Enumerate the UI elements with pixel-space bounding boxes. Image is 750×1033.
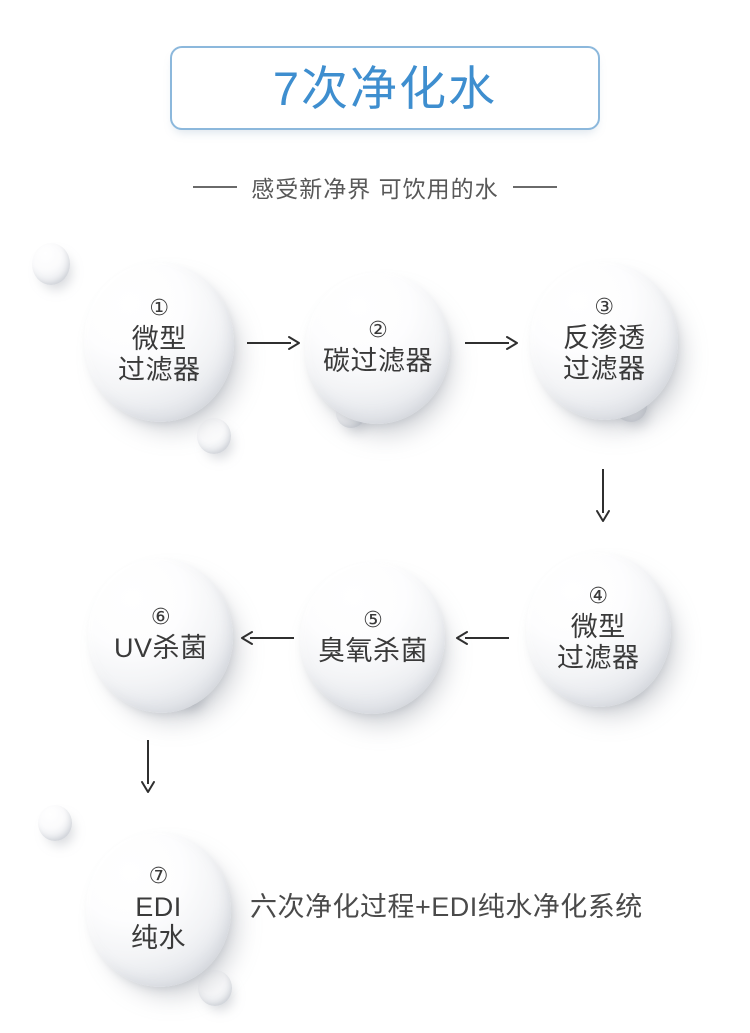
footer-caption: 六次净化过程+EDI纯水净化系统	[250, 892, 643, 922]
step-label-line1: 碳过滤器	[322, 345, 433, 376]
arrow-right-1to2	[245, 330, 301, 356]
step-label-line1: UV杀菌	[113, 633, 208, 664]
step-label-line1: 微型	[131, 324, 187, 355]
step-number: ④	[588, 582, 609, 608]
droplet-decoration	[197, 418, 231, 454]
step-label-line2: 过滤器	[117, 355, 201, 386]
step-bubble-6[interactable]: ⑥ UV杀菌	[79, 549, 242, 722]
arrow-left-4to5	[455, 625, 511, 651]
subtitle-dash-right	[512, 186, 557, 188]
arrow-left-5to6	[240, 625, 296, 651]
step-number: ⑤	[362, 606, 383, 632]
step-bubble-4[interactable]: ④ 微型 过滤器	[520, 547, 677, 712]
arrow-right-2to3	[463, 330, 519, 356]
arrow-down-6to7	[135, 738, 161, 794]
step-number: ⑥	[150, 604, 171, 630]
droplet-decoration	[198, 970, 232, 1006]
title-box: 7次净化水	[170, 46, 600, 130]
droplet-decoration	[38, 805, 72, 841]
step-number: ⑦	[148, 862, 169, 888]
arrow-down-3to4	[590, 467, 616, 523]
droplet-decoration	[32, 243, 70, 285]
subtitle-dash-left	[193, 186, 238, 188]
subtitle: 感受新净界 可饮用的水	[0, 170, 750, 204]
step-label-line2: 过滤器	[557, 643, 640, 673]
page-title: 7次净化水	[272, 61, 498, 115]
step-label-line2: 纯水	[131, 923, 186, 953]
step-bubble-5[interactable]: ⑤ 臭氧杀菌	[292, 554, 453, 722]
step-label-line1: EDI	[135, 891, 182, 922]
step-bubble-3[interactable]: ③ 反渗透 过滤器	[524, 257, 684, 425]
subtitle-text: 感受新净界 可饮用的水	[251, 176, 499, 202]
step-number: ③	[594, 294, 614, 320]
step-number: ①	[149, 295, 169, 321]
step-bubble-2[interactable]: ② 碳过滤器	[297, 264, 458, 432]
step-label-line1: 反渗透	[562, 323, 646, 354]
step-label-line2: 过滤器	[562, 354, 646, 385]
step-label-line1: 臭氧杀菌	[317, 635, 428, 666]
step-bubble-1[interactable]: ① 微型 过滤器	[74, 253, 244, 431]
step-label-line1: 微型	[571, 611, 626, 642]
step-number: ②	[367, 316, 388, 342]
